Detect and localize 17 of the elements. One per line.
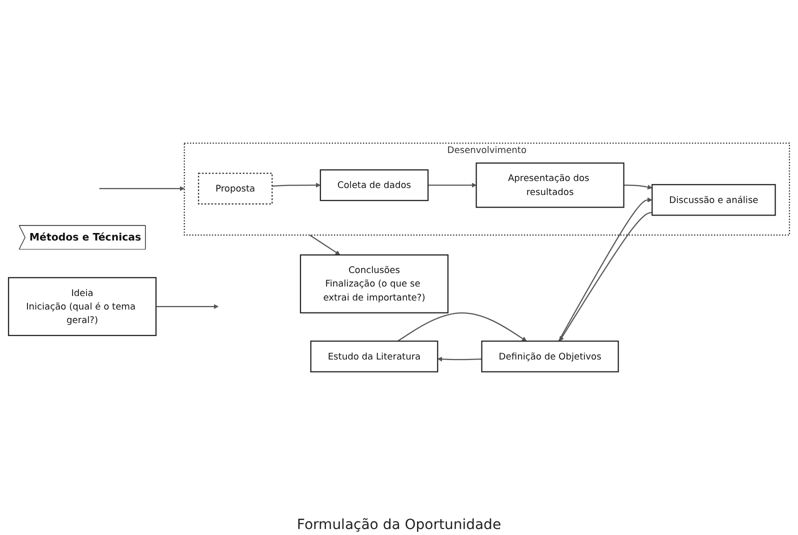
node-box: Conclusões Finalização (o que se extrai de importante?) bbox=[300, 254, 449, 314]
arrow bbox=[428, 182, 477, 188]
arrow bbox=[156, 304, 219, 310]
arrow bbox=[397, 312, 527, 342]
node-box: Apresentação dos resultados bbox=[476, 162, 624, 208]
node-box: Ideia Iniciação (qual é o tema geral?) bbox=[8, 277, 157, 336]
node-box: Estudo da Literatura bbox=[310, 340, 438, 372]
node-box: Definição de Objetivos bbox=[481, 340, 619, 372]
caption-text: Formulação da Oportunidade bbox=[296, 517, 502, 533]
arrow bbox=[437, 356, 482, 362]
arrow bbox=[99, 186, 185, 192]
node-box: Coleta de dados bbox=[320, 169, 429, 202]
node-box: Proposta bbox=[198, 172, 273, 204]
arrow bbox=[624, 184, 652, 190]
arrow bbox=[272, 182, 321, 188]
node-box: Discussão e análise bbox=[652, 184, 776, 216]
arrow bbox=[309, 234, 340, 256]
